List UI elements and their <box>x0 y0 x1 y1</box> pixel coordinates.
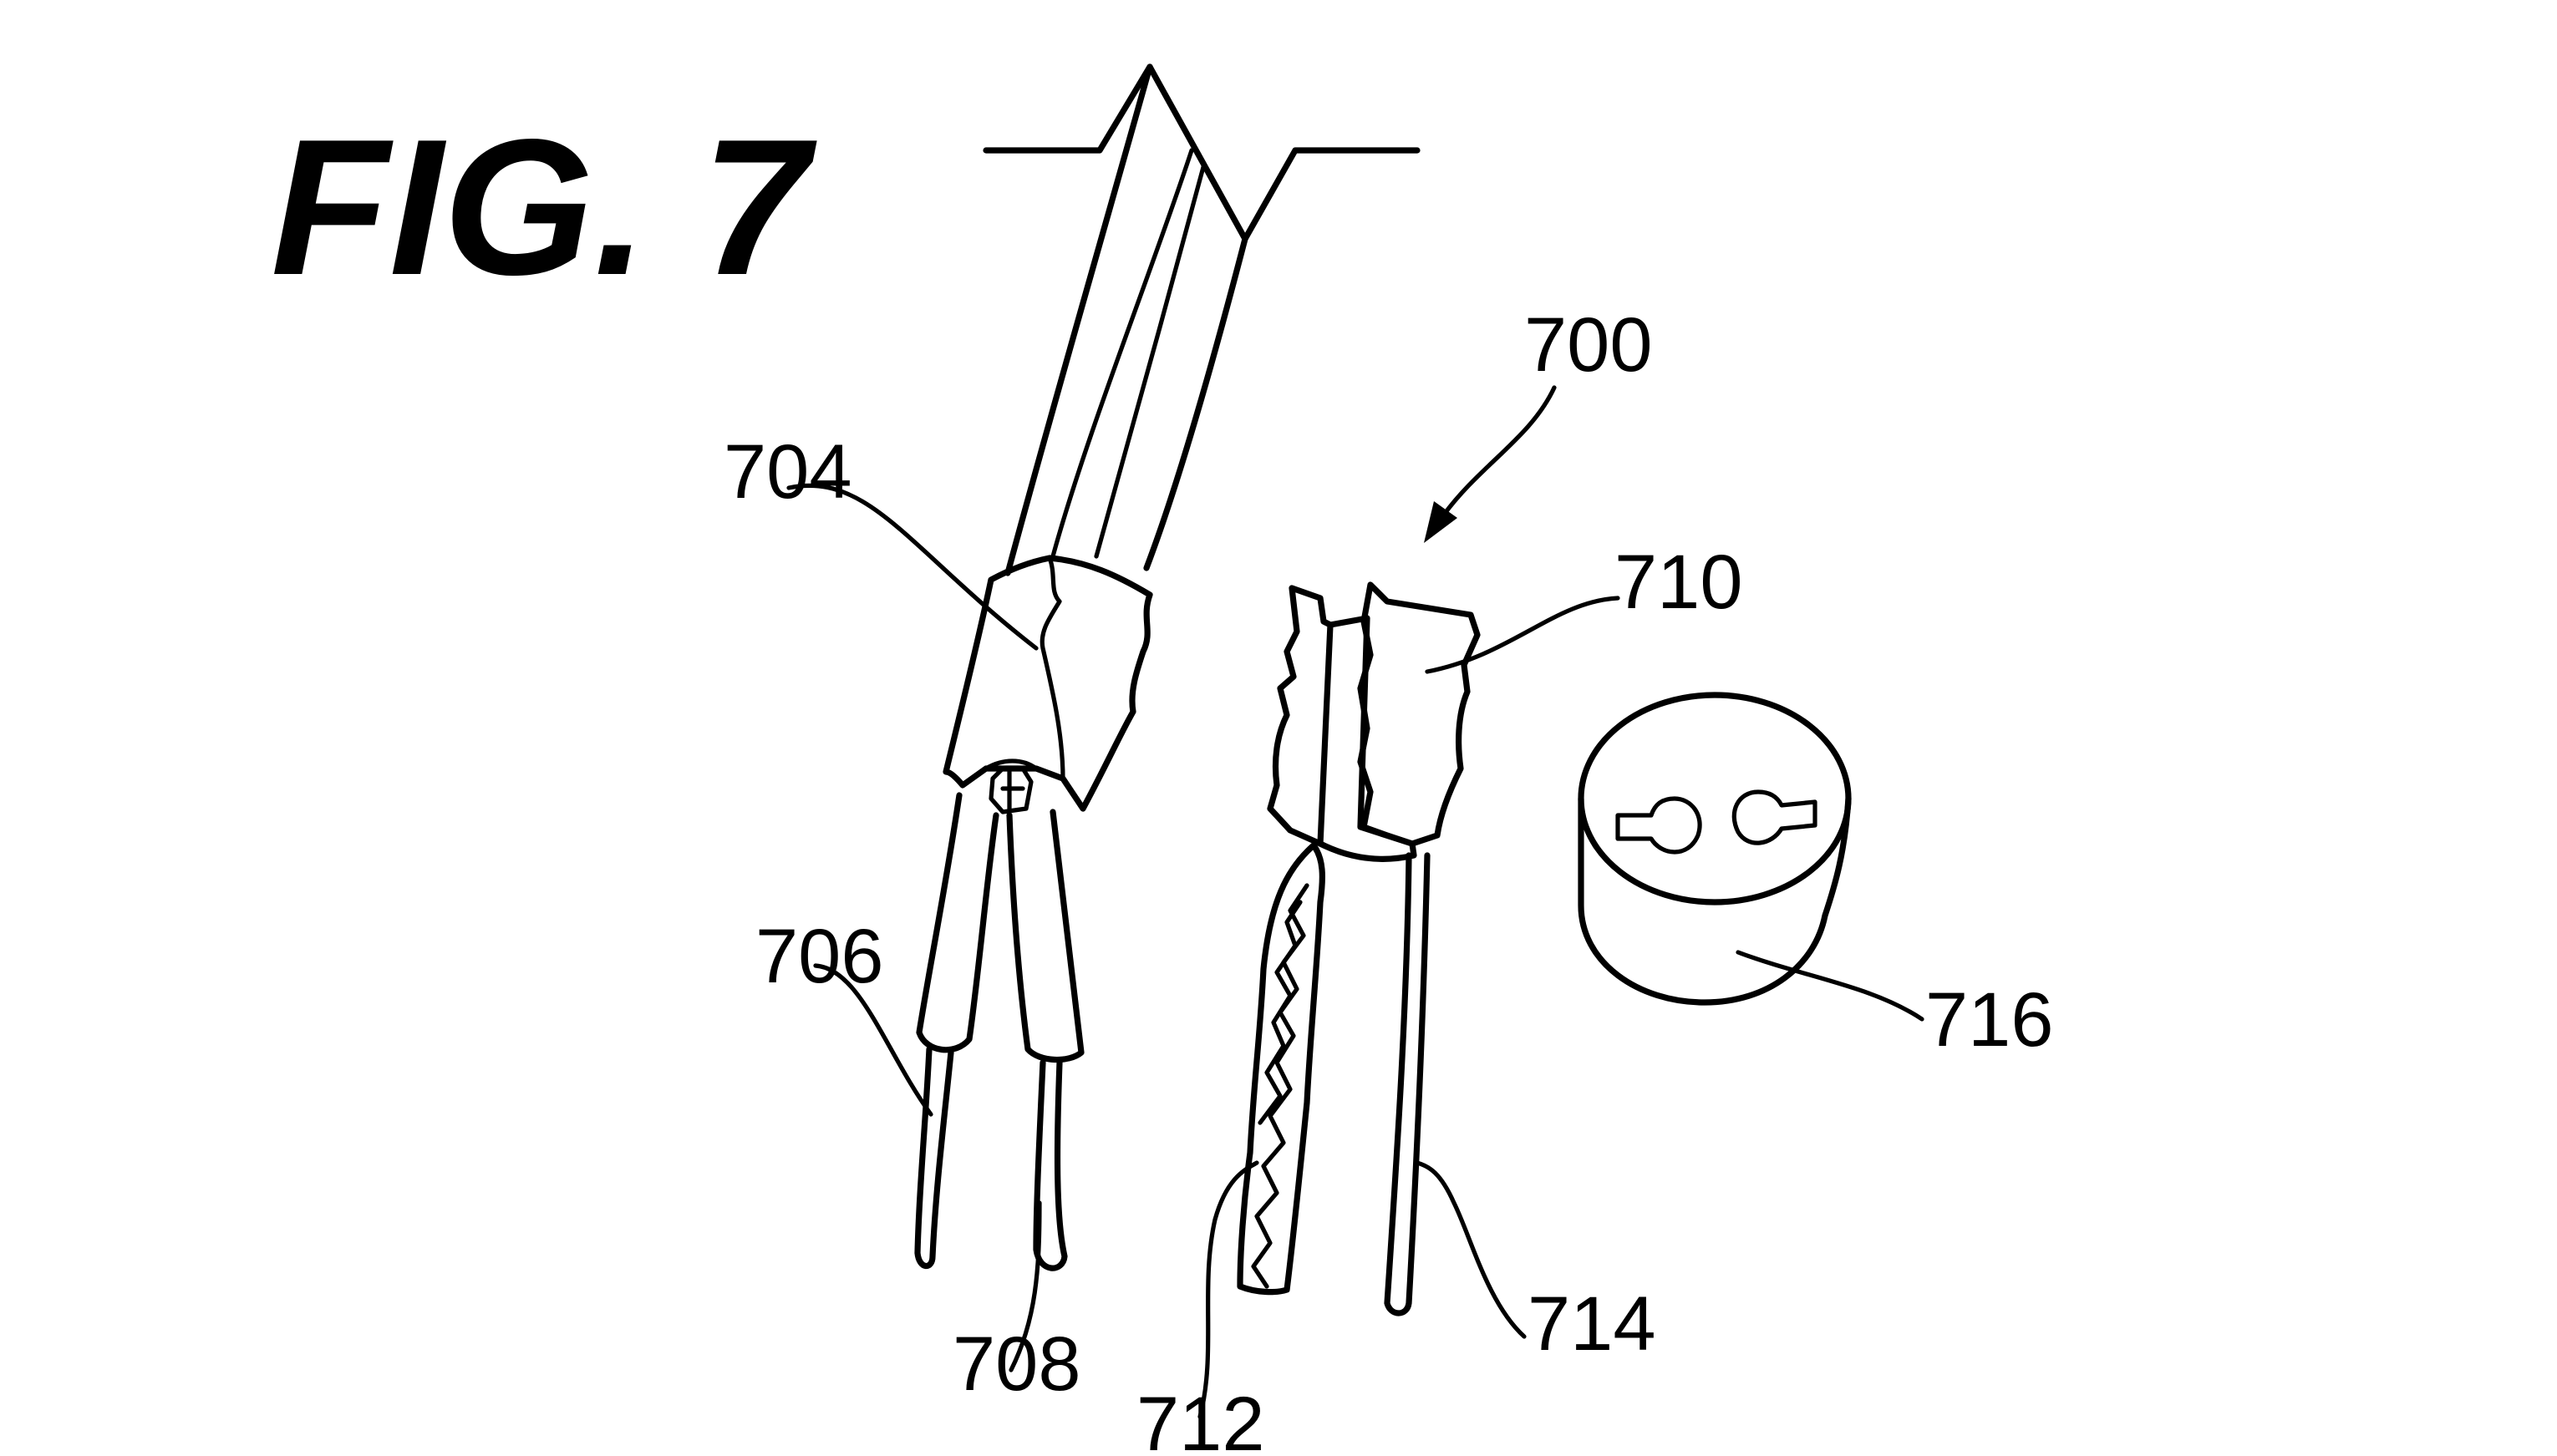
label-714: 714 <box>1528 1281 1656 1367</box>
leader-704 <box>786 483 1039 651</box>
wire-708-conductor <box>1033 1059 1068 1271</box>
cable-stripe-2 <box>1094 165 1206 559</box>
sleeve-704-collar <box>984 758 1039 771</box>
pin-714 <box>1384 852 1431 1316</box>
label-706: 706 <box>755 914 884 999</box>
leader-710 <box>1425 596 1620 674</box>
break-line <box>983 63 1421 242</box>
connector-700 <box>1237 581 1481 1316</box>
sleeve-704 <box>943 555 1153 814</box>
reference-numerals: 700 704 706 708 710 712 714 716 <box>724 302 2054 1456</box>
label-716: 716 <box>1925 977 2054 1063</box>
plug-top-face <box>1578 692 1852 906</box>
wire-708-insulation <box>1006 809 1085 1063</box>
assembly-arrow-shaft <box>1441 385 1557 517</box>
label-708: 708 <box>953 1322 1081 1407</box>
label-700: 700 <box>1524 302 1653 388</box>
foil-712-crinkle-1 <box>1251 883 1309 1289</box>
wire-706-insulation <box>916 792 999 1053</box>
cable-stripe-1 <box>1050 148 1194 559</box>
wire-knot <box>989 766 1034 814</box>
cable <box>983 63 1421 576</box>
leader-lines <box>786 483 1924 1419</box>
leader-708 <box>1009 1200 1042 1372</box>
label-712: 712 <box>1136 1382 1265 1456</box>
keyhole-right <box>1731 789 1817 845</box>
figure-title: FIG. 7 <box>271 99 818 316</box>
plug-716 <box>1578 692 1852 1006</box>
wire-knot-detail <box>1000 769 1025 814</box>
wire-706-conductor <box>914 1046 954 1270</box>
label-704: 704 <box>724 429 852 515</box>
assembly-arrow <box>1424 385 1557 543</box>
leader-714 <box>1415 1160 1527 1339</box>
leader-712 <box>1197 1160 1259 1419</box>
cable-right-edge <box>1143 236 1248 571</box>
wires <box>914 792 1085 1271</box>
label-710: 710 <box>1614 540 1743 625</box>
foil-712-outline <box>1237 842 1325 1296</box>
leader-706 <box>813 963 933 1117</box>
sleeve-704-outline <box>943 555 1153 812</box>
keyhole-left <box>1615 796 1702 855</box>
assembly-arrow-head <box>1424 501 1457 543</box>
leader-716 <box>1736 950 1924 1022</box>
connector-back-flap <box>1267 585 1334 847</box>
foil-712-crinkle-2 <box>1258 900 1303 1125</box>
sleeve-704-seam <box>1040 556 1065 781</box>
plug-side <box>1578 795 1852 1006</box>
connector-sleeve-710 <box>1357 581 1481 847</box>
cable-left-edge <box>1004 63 1153 576</box>
